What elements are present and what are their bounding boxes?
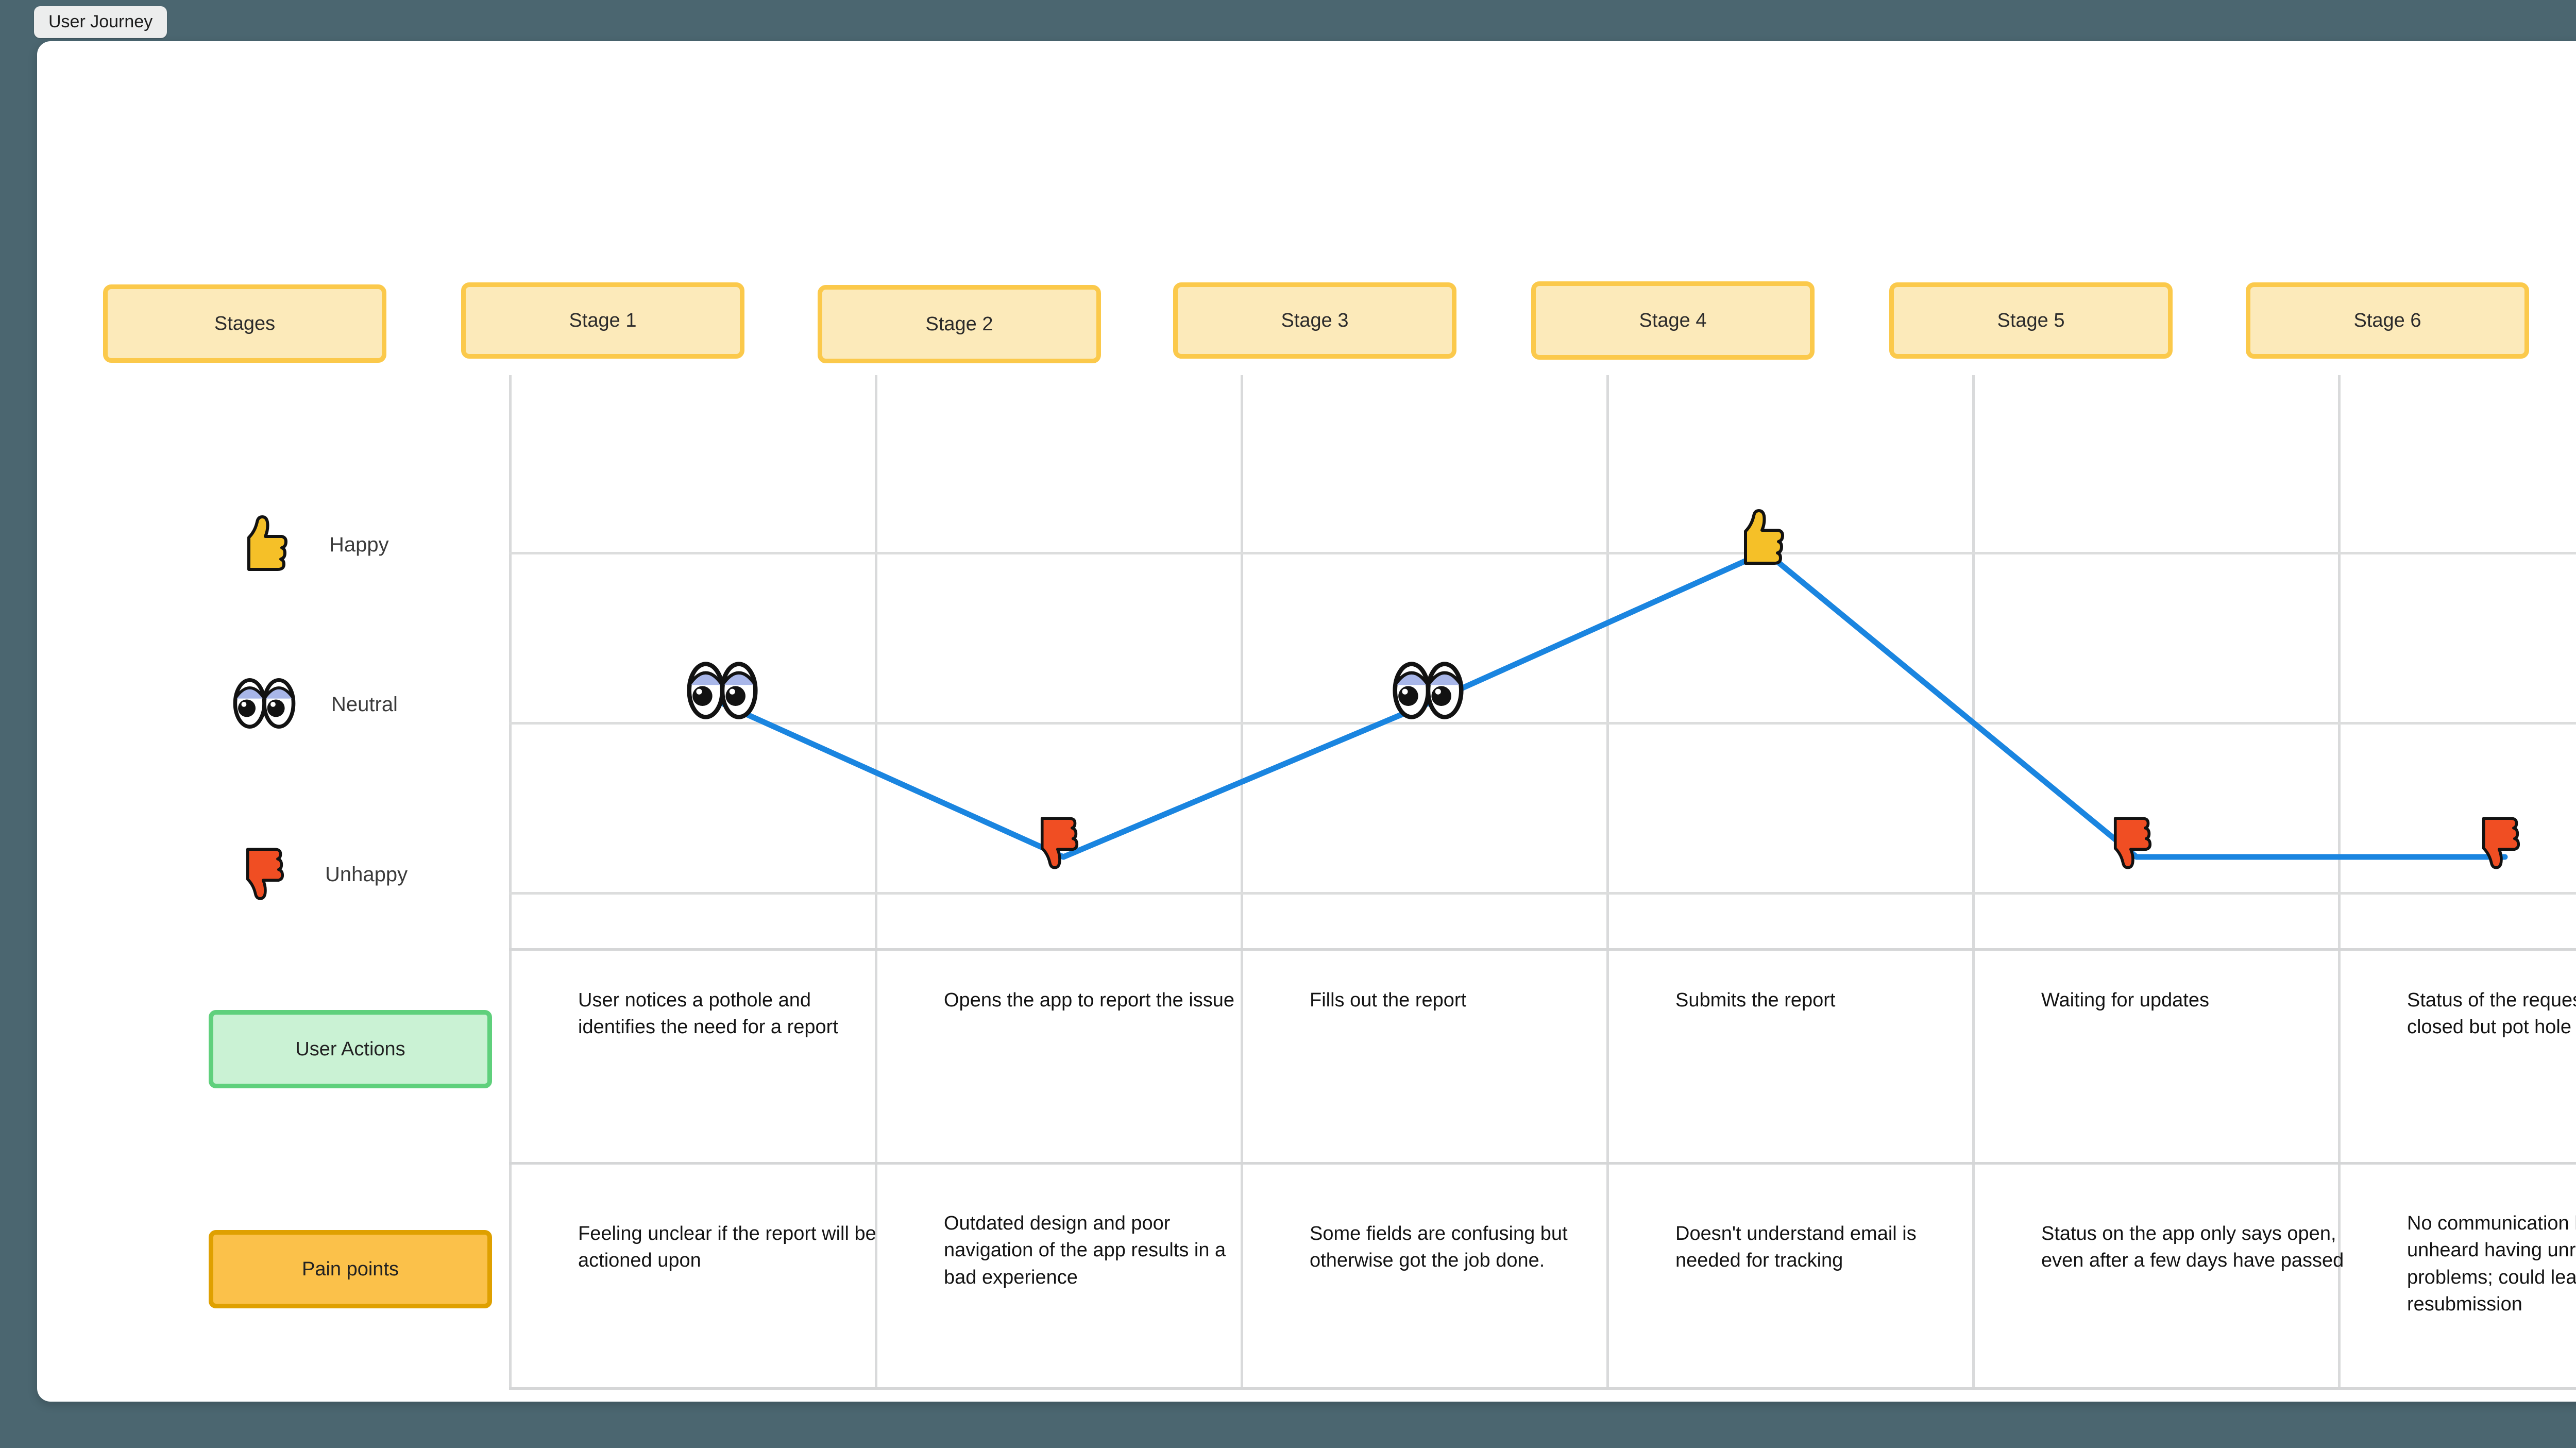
grid-line-happy bbox=[509, 552, 2576, 554]
pain-point-cell-3[interactable]: Some fields are confusing but otherwise … bbox=[1310, 1223, 1573, 1272]
stage-header-row-label[interactable]: Stages bbox=[103, 284, 386, 363]
thumbs-down-icon bbox=[230, 840, 292, 910]
section-divider-actions bbox=[509, 948, 2576, 951]
grid-column-divider-6 bbox=[2338, 375, 2341, 1389]
journey-marker-stage-3[interactable] bbox=[1389, 655, 1467, 733]
mood-legend-unhappy-label: Unhappy bbox=[325, 863, 408, 886]
journey-marker-stage-4[interactable] bbox=[1727, 504, 1804, 581]
mood-legend-neutral-label: Neutral bbox=[331, 693, 398, 716]
stage-header-1[interactable]: Stage 1 bbox=[461, 282, 744, 359]
pain-point-cell-2[interactable]: Outdated design and poor navigation of t… bbox=[944, 1213, 1231, 1288]
grid-column-divider-4 bbox=[1606, 375, 1609, 1389]
stage-header-3[interactable]: Stage 3 bbox=[1173, 282, 1456, 359]
stage-header-row-label-text: Stages bbox=[214, 312, 276, 334]
journey-board: Stages Stage 1 Stage 2 Stage 3 Stage 4 S… bbox=[37, 41, 2576, 1402]
grid-column-divider-1 bbox=[509, 375, 512, 1389]
mood-legend-happy: Happy bbox=[230, 510, 389, 580]
pain-point-cell-1[interactable]: Feeling unclear if the report will be ac… bbox=[578, 1223, 882, 1272]
tab-user-journey[interactable]: User Journey bbox=[34, 6, 167, 38]
tab-bar: User Journey bbox=[34, 5, 167, 39]
mood-legend-happy-label: Happy bbox=[329, 533, 389, 556]
stage-header-3-label: Stage 3 bbox=[1281, 309, 1349, 331]
pain-point-cell-5[interactable]: Status on the app only says open, even a… bbox=[2041, 1223, 2344, 1272]
stage-header-6-label: Stage 6 bbox=[2353, 309, 2421, 331]
journey-marker-stage-1[interactable] bbox=[684, 655, 761, 733]
grid-column-divider-3 bbox=[1241, 375, 1243, 1389]
row-label-user-actions[interactable]: User Actions bbox=[209, 1010, 492, 1088]
stage-header-4[interactable]: Stage 4 bbox=[1531, 281, 1815, 360]
mood-legend-neutral: Neutral bbox=[230, 672, 398, 737]
pain-point-cell-6[interactable]: No communication loop; feeling unheard h… bbox=[2407, 1213, 2576, 1316]
stage-header-1-label: Stage 1 bbox=[569, 309, 637, 331]
user-action-cell-2[interactable]: Opens the app to report the issue bbox=[944, 989, 1235, 1011]
user-action-cell-1[interactable]: User notices a pothole and identifies th… bbox=[578, 989, 838, 1038]
row-label-pain-points-text: Pain points bbox=[301, 1258, 399, 1280]
stage-header-5-label: Stage 5 bbox=[1997, 309, 2065, 331]
user-action-cell-5[interactable]: Waiting for updates bbox=[2041, 989, 2209, 1011]
row-label-pain-points[interactable]: Pain points bbox=[209, 1230, 492, 1308]
user-action-cell-6[interactable]: Status of the request becomes closed but… bbox=[2407, 989, 2576, 1038]
stage-header-5[interactable]: Stage 5 bbox=[1889, 282, 2173, 359]
grid-line-neutral bbox=[509, 722, 2576, 725]
journey-line-chart bbox=[719, 549, 2508, 860]
grid-line-unhappy bbox=[509, 892, 2576, 895]
journey-marker-stage-2[interactable] bbox=[1025, 809, 1102, 886]
journey-polyline bbox=[719, 549, 2508, 860]
grid-column-divider-2 bbox=[875, 375, 877, 1389]
user-action-cell-3[interactable]: Fills out the report bbox=[1310, 989, 1467, 1011]
mood-legend-unhappy: Unhappy bbox=[230, 840, 408, 910]
thumbs-up-icon bbox=[230, 510, 296, 580]
stage-header-4-label: Stage 4 bbox=[1639, 309, 1707, 331]
row-label-user-actions-text: User Actions bbox=[295, 1038, 405, 1060]
eyes-icon bbox=[230, 672, 298, 737]
journey-marker-stage-6[interactable] bbox=[2466, 809, 2544, 886]
grid-column-divider-5 bbox=[1972, 375, 1975, 1389]
user-action-cell-4[interactable]: Submits the report bbox=[1675, 989, 1836, 1011]
stage-header-2-label: Stage 2 bbox=[925, 313, 993, 335]
pain-point-cell-4[interactable]: Doesn't understand email is needed for t… bbox=[1675, 1223, 1922, 1272]
journey-marker-stage-5[interactable] bbox=[2098, 809, 2175, 886]
stage-header-6[interactable]: Stage 6 bbox=[2246, 282, 2529, 359]
section-divider-painpoints bbox=[509, 1162, 2576, 1165]
section-divider-bottom bbox=[509, 1387, 2576, 1390]
stage-header-2[interactable]: Stage 2 bbox=[818, 285, 1101, 363]
journey-canvas-card: Stages Stage 1 Stage 2 Stage 3 Stage 4 S… bbox=[37, 41, 2576, 1402]
